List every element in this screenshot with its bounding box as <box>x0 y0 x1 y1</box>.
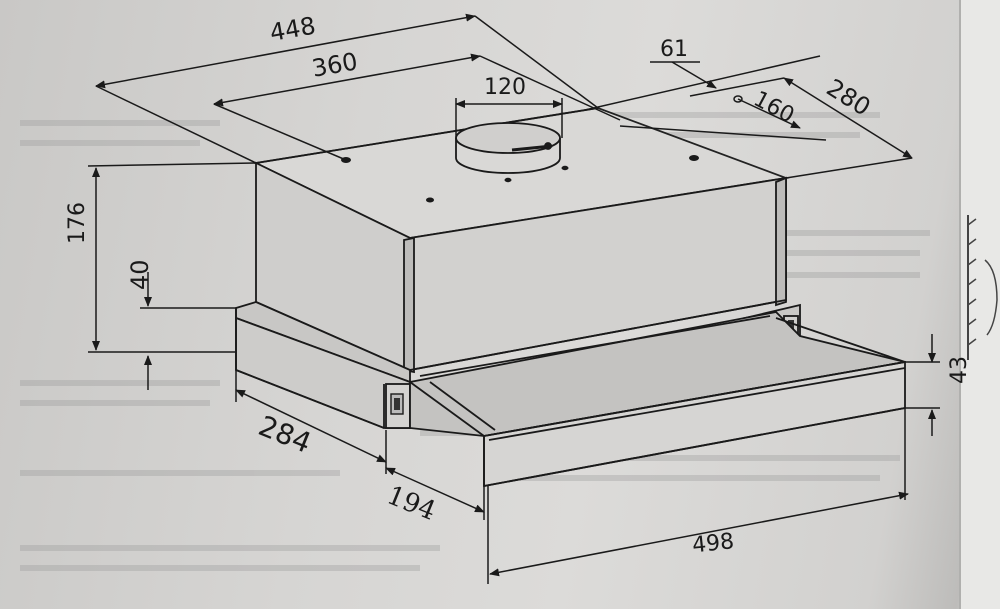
dim-body-depth-label: 284 <box>254 409 316 460</box>
dim-outlet-diameter-label: 120 <box>484 75 526 100</box>
hood-body <box>235 107 906 488</box>
dim-mount-width-label: 360 <box>310 47 360 83</box>
dim-slide-out-label: 194 <box>383 480 440 526</box>
dimension-labels: 448 360 120 61 160 280 176 40 284 194 49… <box>65 11 972 558</box>
margin-strip <box>959 0 1000 609</box>
dim-hole-spacing-label: 160 <box>749 87 798 129</box>
dim-front-width-label: 498 <box>691 529 735 558</box>
dim-outlet-offset-label: 61 <box>660 37 688 62</box>
exhaust-collar <box>455 122 561 174</box>
dim-overall-width-label: 448 <box>268 11 318 47</box>
dim-total-height-label: 176 <box>65 202 90 244</box>
dim-panel-height-label: 40 <box>126 259 154 290</box>
dimension-lines <box>87 13 940 584</box>
dim-front-height-label: 43 <box>947 356 972 384</box>
